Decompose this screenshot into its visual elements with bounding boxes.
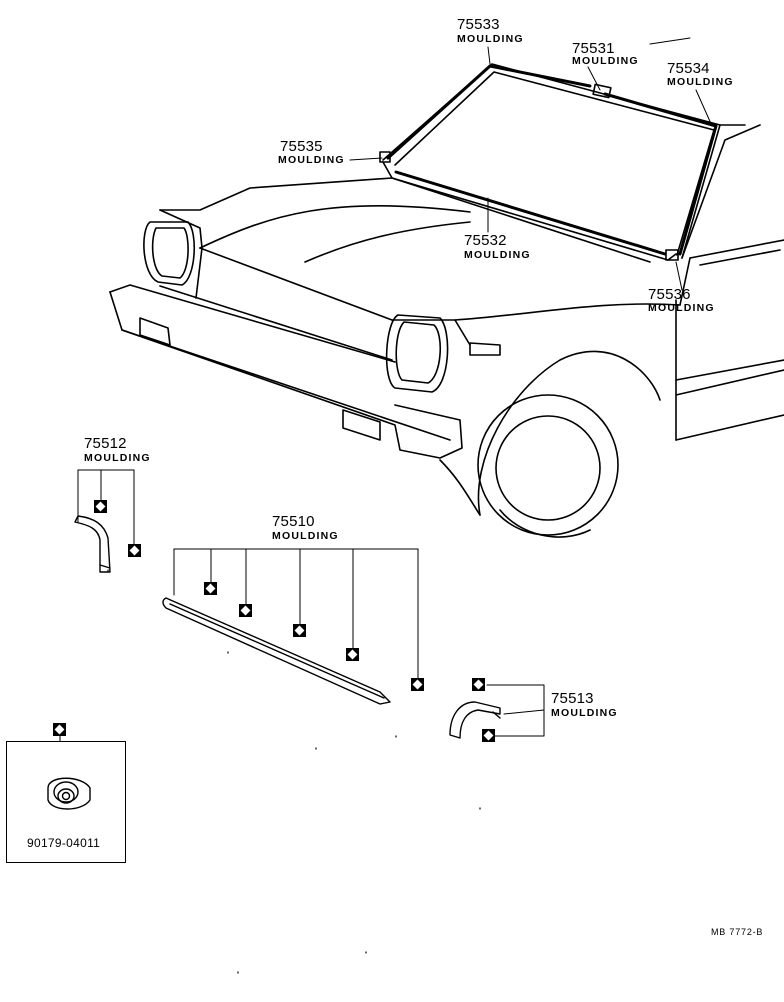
moulding-75513-shape bbox=[449, 701, 501, 739]
clip-nut-icon bbox=[47, 777, 91, 810]
diamond-square-icon bbox=[53, 723, 66, 736]
diamond-square-icon bbox=[293, 624, 306, 637]
diamond-square-icon bbox=[239, 604, 252, 617]
part-name-75512: MOULDING bbox=[84, 452, 151, 464]
part-number-75532: 75532 bbox=[464, 232, 507, 249]
diamond-square-icon bbox=[346, 648, 359, 661]
moulding-75512-shape bbox=[74, 515, 111, 573]
diamond-square-icon bbox=[204, 582, 217, 595]
part-number-75512: 75512 bbox=[84, 435, 127, 452]
part-name-75534: MOULDING bbox=[667, 76, 734, 88]
part-name-75513: MOULDING bbox=[551, 707, 618, 719]
drawing-code: MB 7772-B bbox=[711, 927, 764, 937]
part-number-75513: 75513 bbox=[551, 690, 594, 707]
part-name-75535: MOULDING bbox=[278, 154, 345, 166]
scan-specks bbox=[107, 569, 481, 974]
part-number-75510: 75510 bbox=[272, 513, 315, 530]
moulding-75510-shape bbox=[162, 597, 391, 705]
windshield-mouldings bbox=[386, 64, 718, 256]
clip-detail-box: 90179-04011 bbox=[6, 741, 126, 863]
diamond-square-icon bbox=[472, 678, 485, 691]
moulding-corner-75535 bbox=[379, 151, 391, 163]
part-number-75534: 75534 bbox=[667, 60, 710, 77]
clip-part-number: 90179-04011 bbox=[27, 836, 101, 850]
diamond-square-icon bbox=[482, 729, 495, 742]
part-number-75533: 75533 bbox=[457, 16, 500, 33]
diamond-square-icon bbox=[94, 500, 107, 513]
part-number-75535: 75535 bbox=[280, 138, 323, 155]
car-body-outline bbox=[109, 63, 784, 538]
part-name-75532: MOULDING bbox=[464, 249, 531, 261]
diamond-square-icon bbox=[128, 544, 141, 557]
part-number-75536: 75536 bbox=[648, 286, 691, 303]
moulding-corner-75536 bbox=[665, 249, 679, 261]
part-name-75533: MOULDING bbox=[457, 33, 524, 45]
diamond-square-icon bbox=[411, 678, 424, 691]
part-name-75510: MOULDING bbox=[272, 530, 339, 542]
part-name-75536: MOULDING bbox=[648, 302, 715, 314]
moulding-joint-75531 bbox=[592, 83, 612, 99]
part-number-75531: 75531 bbox=[572, 40, 615, 57]
part-name-75531: MOULDING bbox=[572, 55, 639, 67]
leader-lines bbox=[59, 37, 713, 742]
